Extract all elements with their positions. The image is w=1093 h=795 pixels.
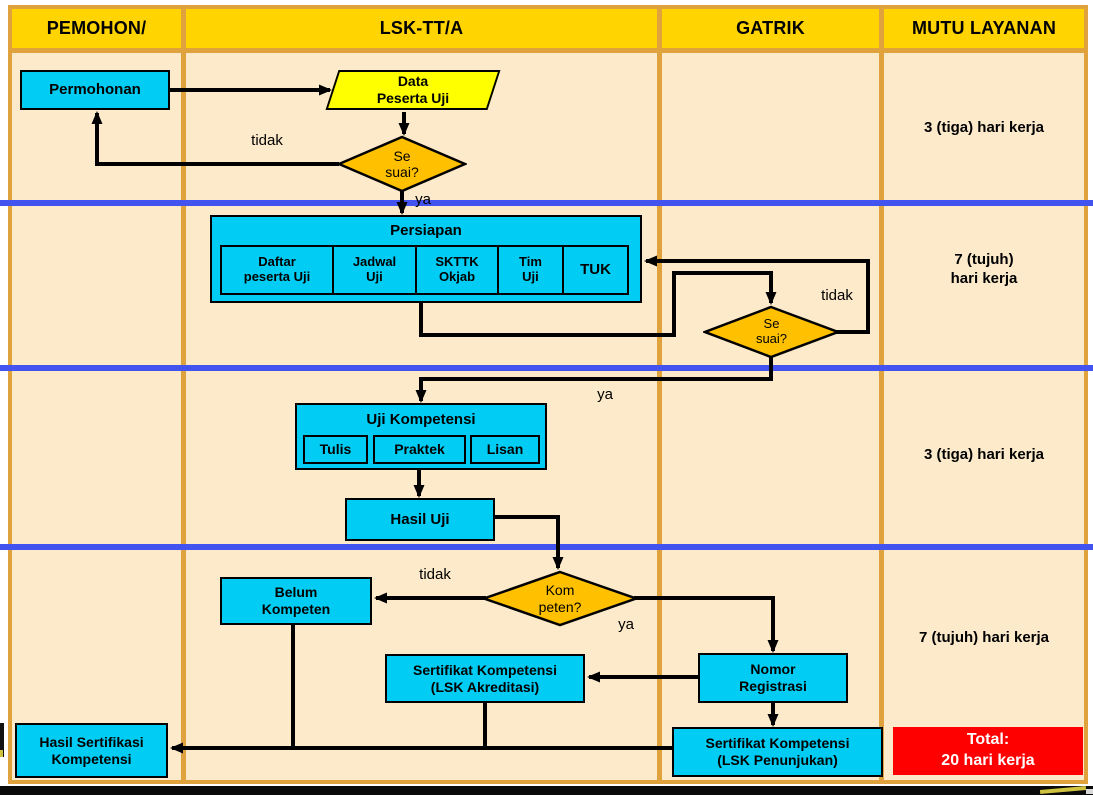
edge-label-ya-2-text: ya xyxy=(597,386,613,403)
edge-persiapan-to-sesuai2 xyxy=(419,271,777,337)
header-lsk-tta-label: LSK-TT/A xyxy=(379,18,464,38)
edge-hasil-to-kompeten xyxy=(495,515,564,570)
node-tuk-label: TUK xyxy=(580,261,611,279)
column-divider-3 xyxy=(879,5,884,784)
node-lisan-label: Lisan xyxy=(486,441,524,458)
header-gatrik: GATRIK xyxy=(662,9,879,48)
total-duration-box: Total: 20 hari kerja xyxy=(893,727,1083,775)
edge-label-ya-3: ya xyxy=(606,616,646,634)
edge-sesuai2-tidak-return xyxy=(644,255,870,334)
node-hasil-uji-label: Hasil Uji xyxy=(390,510,450,528)
edge-label-tidak-1-text: tidak xyxy=(251,132,283,149)
node-tim-uji-label: Tim Uji xyxy=(519,254,542,284)
duration-row3-label: 3 (tiga) hari kerja xyxy=(923,445,1045,463)
node-tulis-label: Tulis xyxy=(319,441,352,458)
node-sertifikat-akreditasi-label: Sertifikat Kompetensi (LSK Akreditasi) xyxy=(413,661,557,695)
node-daftar-peserta-uji-label: Daftar peserta Uji xyxy=(243,254,311,284)
edge-label-ya-3-text: ya xyxy=(618,616,634,633)
duration-row4-label: 7 (tujuh) hari kerja xyxy=(918,628,1050,646)
node-tuk: TUK xyxy=(562,245,629,295)
total-duration-label: Total: 20 hari kerja xyxy=(941,731,1035,769)
node-belum-kompeten: Belum Kompeten xyxy=(220,577,372,625)
header-pemohon-label: PEMOHON/ xyxy=(46,18,147,38)
node-jadwal-uji-label: Jadwal Uji xyxy=(352,254,397,284)
edge-label-tidak-3-text: tidak xyxy=(419,566,451,583)
node-data-peserta-uji: Data Peserta Uji xyxy=(325,70,501,110)
node-data-peserta-uji-label: Data Peserta Uji xyxy=(376,73,450,106)
node-lisan: Lisan xyxy=(470,435,540,464)
duration-row2: 7 (tujuh) hari kerja xyxy=(884,245,1084,295)
row-divider-blue-3 xyxy=(0,544,1093,550)
edge-label-tidak-2-text: tidak xyxy=(821,287,853,304)
column-divider-2 xyxy=(657,5,662,784)
header-gatrik-label: GATRIK xyxy=(736,18,805,38)
header-separator xyxy=(8,48,1088,53)
header-lsk-tta: LSK-TT/A xyxy=(186,9,657,48)
node-jadwal-uji: Jadwal Uji xyxy=(332,245,417,295)
node-nomor-registrasi-label: Nomor Registrasi xyxy=(739,661,807,694)
edge-label-tidak-2: tidak xyxy=(807,287,867,305)
duration-row1: 3 (tiga) hari kerja xyxy=(884,106,1084,150)
node-daftar-peserta-uji: Daftar peserta Uji xyxy=(220,245,334,295)
header-pemohon: PEMOHON/ xyxy=(12,9,181,48)
node-sertifikat-penunjukan-label: Sertifikat Kompetensi (LSK Penunjukan) xyxy=(705,735,850,768)
node-persiapan-title: Persiapan xyxy=(390,222,462,239)
edge-label-ya-1: ya xyxy=(405,191,441,209)
node-tulis: Tulis xyxy=(303,435,368,464)
edge-sesuai2-ya-to-uji xyxy=(415,355,773,403)
node-hasil-sertifikasi: Hasil Sertifikasi Kompetensi xyxy=(15,723,168,778)
edge-label-tidak-1: tidak xyxy=(232,132,302,150)
node-praktek-label: Praktek xyxy=(394,441,445,458)
node-belum-kompeten-label: Belum Kompeten xyxy=(261,584,331,617)
edge-label-ya-2: ya xyxy=(585,386,625,404)
row-divider-blue-1 xyxy=(0,200,1093,206)
row-divider-blue-2 xyxy=(0,365,1093,371)
node-skttk-okjab: SKTTK Okjab xyxy=(415,245,499,295)
edge-label-tidak-3: tidak xyxy=(400,566,470,584)
duration-row2-label: 7 (tujuh) hari kerja xyxy=(950,251,1018,287)
bottom-border-strip xyxy=(0,786,1093,795)
node-tim-uji: Tim Uji xyxy=(497,245,564,295)
duration-row1-label: 3 (tiga) hari kerja xyxy=(923,118,1045,136)
left-edge-artifact xyxy=(0,723,4,757)
column-divider-1 xyxy=(181,5,186,784)
node-skttk-okjab-label: SKTTK Okjab xyxy=(435,254,479,284)
bottom-corner-mark xyxy=(1086,789,1093,794)
edge-kompeten-ya-to-nomor xyxy=(634,596,779,653)
left-edge-artifact-mark xyxy=(0,750,3,757)
node-sertifikat-akreditasi: Sertifikat Kompetensi (LSK Akreditasi) xyxy=(385,654,585,703)
edge-sesuai1-tidak-return xyxy=(91,111,339,166)
duration-row3: 3 (tiga) hari kerja xyxy=(884,433,1084,477)
node-uji-kompetensi-title: Uji Kompetensi xyxy=(366,411,476,428)
edge-label-ya-1-text: ya xyxy=(415,191,431,208)
node-praktek: Praktek xyxy=(373,435,466,464)
node-hasil-uji: Hasil Uji xyxy=(345,498,495,541)
node-permohonan-label: Permohonan xyxy=(49,81,141,99)
node-sertifikat-penunjukan: Sertifikat Kompetensi (LSK Penunjukan) xyxy=(672,727,883,777)
node-nomor-registrasi: Nomor Registrasi xyxy=(698,653,848,703)
node-permohonan: Permohonan xyxy=(20,70,170,110)
duration-row4: 7 (tujuh) hari kerja xyxy=(884,616,1084,660)
node-hasil-sertifikasi-label: Hasil Sertifikasi Kompetensi xyxy=(39,733,144,767)
header-mutu-layanan-label: MUTU LAYANAN xyxy=(911,18,1057,38)
header-mutu-layanan: MUTU LAYANAN xyxy=(884,9,1084,48)
